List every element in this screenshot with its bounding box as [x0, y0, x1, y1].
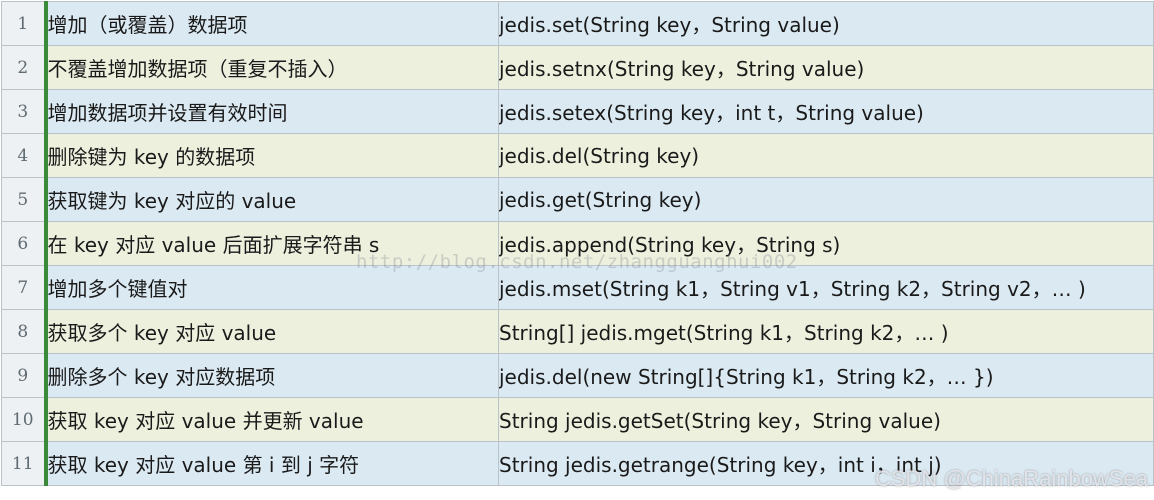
row-number[interactable]: 3 [1, 89, 46, 134]
row-number[interactable]: 10 [1, 397, 46, 442]
table-row[interactable]: 10 获取 key 对应 value 并更新 value String jedi… [1, 397, 1154, 442]
table-row[interactable]: 11 获取 key 对应 value 第 i 到 j 字符 String jed… [1, 441, 1154, 486]
jedis-method-cell[interactable]: jedis.setnx(String key，String value) [498, 45, 1154, 90]
table-row[interactable]: 2 不覆盖增加数据项（重复不插入） jedis.setnx(String key… [1, 45, 1154, 90]
jedis-method-cell[interactable]: String jedis.getrange(String key，int i，i… [498, 441, 1154, 486]
table-row[interactable]: 4 删除键为 key 的数据项 jedis.del(String key) [1, 133, 1154, 178]
operation-description-cell[interactable]: 删除键为 key 的数据项 [43, 133, 499, 178]
jedis-method-cell[interactable]: jedis.append(String key，String s) [498, 221, 1154, 266]
jedis-method-cell[interactable]: jedis.del(new String[]{String k1，String … [498, 353, 1154, 398]
operation-description-cell[interactable]: 获取 key 对应 value 并更新 value [43, 397, 499, 442]
table-row[interactable]: 5 获取键为 key 对应的 value jedis.get(String ke… [1, 177, 1154, 222]
operation-description-cell[interactable]: 获取多个 key 对应 value [43, 309, 499, 354]
jedis-method-cell[interactable]: String[] jedis.mget(String k1，String k2，… [498, 309, 1154, 354]
row-number[interactable]: 1 [1, 1, 46, 46]
jedis-api-table: 1 增加（或覆盖）数据项 jedis.set(String key，String… [1, 1, 1154, 486]
table-row[interactable]: 9 删除多个 key 对应数据项 jedis.del(new String[]{… [1, 353, 1154, 398]
table-row[interactable]: 8 获取多个 key 对应 value String[] jedis.mget(… [1, 309, 1154, 354]
row-number[interactable]: 9 [1, 353, 46, 398]
table-row[interactable]: 1 增加（或覆盖）数据项 jedis.set(String key，String… [1, 1, 1154, 46]
jedis-method-cell[interactable]: String jedis.getSet(String key，String va… [498, 397, 1154, 442]
operation-description-cell[interactable]: 删除多个 key 对应数据项 [43, 353, 499, 398]
row-number[interactable]: 8 [1, 309, 46, 354]
operation-description-cell[interactable]: 不覆盖增加数据项（重复不插入） [43, 45, 499, 90]
operation-description-cell[interactable]: 获取 key 对应 value 第 i 到 j 字符 [43, 441, 499, 486]
row-number[interactable]: 7 [1, 265, 46, 310]
row-number[interactable]: 5 [1, 177, 46, 222]
operation-description-cell[interactable]: 获取键为 key 对应的 value [43, 177, 499, 222]
table-row[interactable]: 3 增加数据项并设置有效时间 jedis.setex(String key，in… [1, 89, 1154, 134]
jedis-method-cell[interactable]: jedis.set(String key，String value) [498, 1, 1154, 46]
row-number[interactable]: 2 [1, 45, 46, 90]
table-row[interactable]: 7 增加多个键值对 jedis.mset(String k1，String v1… [1, 265, 1154, 310]
row-number[interactable]: 4 [1, 133, 46, 178]
jedis-method-cell[interactable]: jedis.setex(String key，int t，String valu… [498, 89, 1154, 134]
jedis-method-cell[interactable]: jedis.get(String key) [498, 177, 1154, 222]
operation-description-cell[interactable]: 在 key 对应 value 后面扩展字符串 s [43, 221, 499, 266]
table-row[interactable]: 6 在 key 对应 value 后面扩展字符串 s jedis.append(… [1, 221, 1154, 266]
operation-description-cell[interactable]: 增加（或覆盖）数据项 [43, 1, 499, 46]
jedis-method-cell[interactable]: jedis.del(String key) [498, 133, 1154, 178]
operation-description-cell[interactable]: 增加多个键值对 [43, 265, 499, 310]
jedis-method-cell[interactable]: jedis.mset(String k1，String v1，String k2… [498, 265, 1154, 310]
row-number[interactable]: 6 [1, 221, 46, 266]
operation-description-cell[interactable]: 增加数据项并设置有效时间 [43, 89, 499, 134]
row-number[interactable]: 11 [1, 441, 46, 486]
